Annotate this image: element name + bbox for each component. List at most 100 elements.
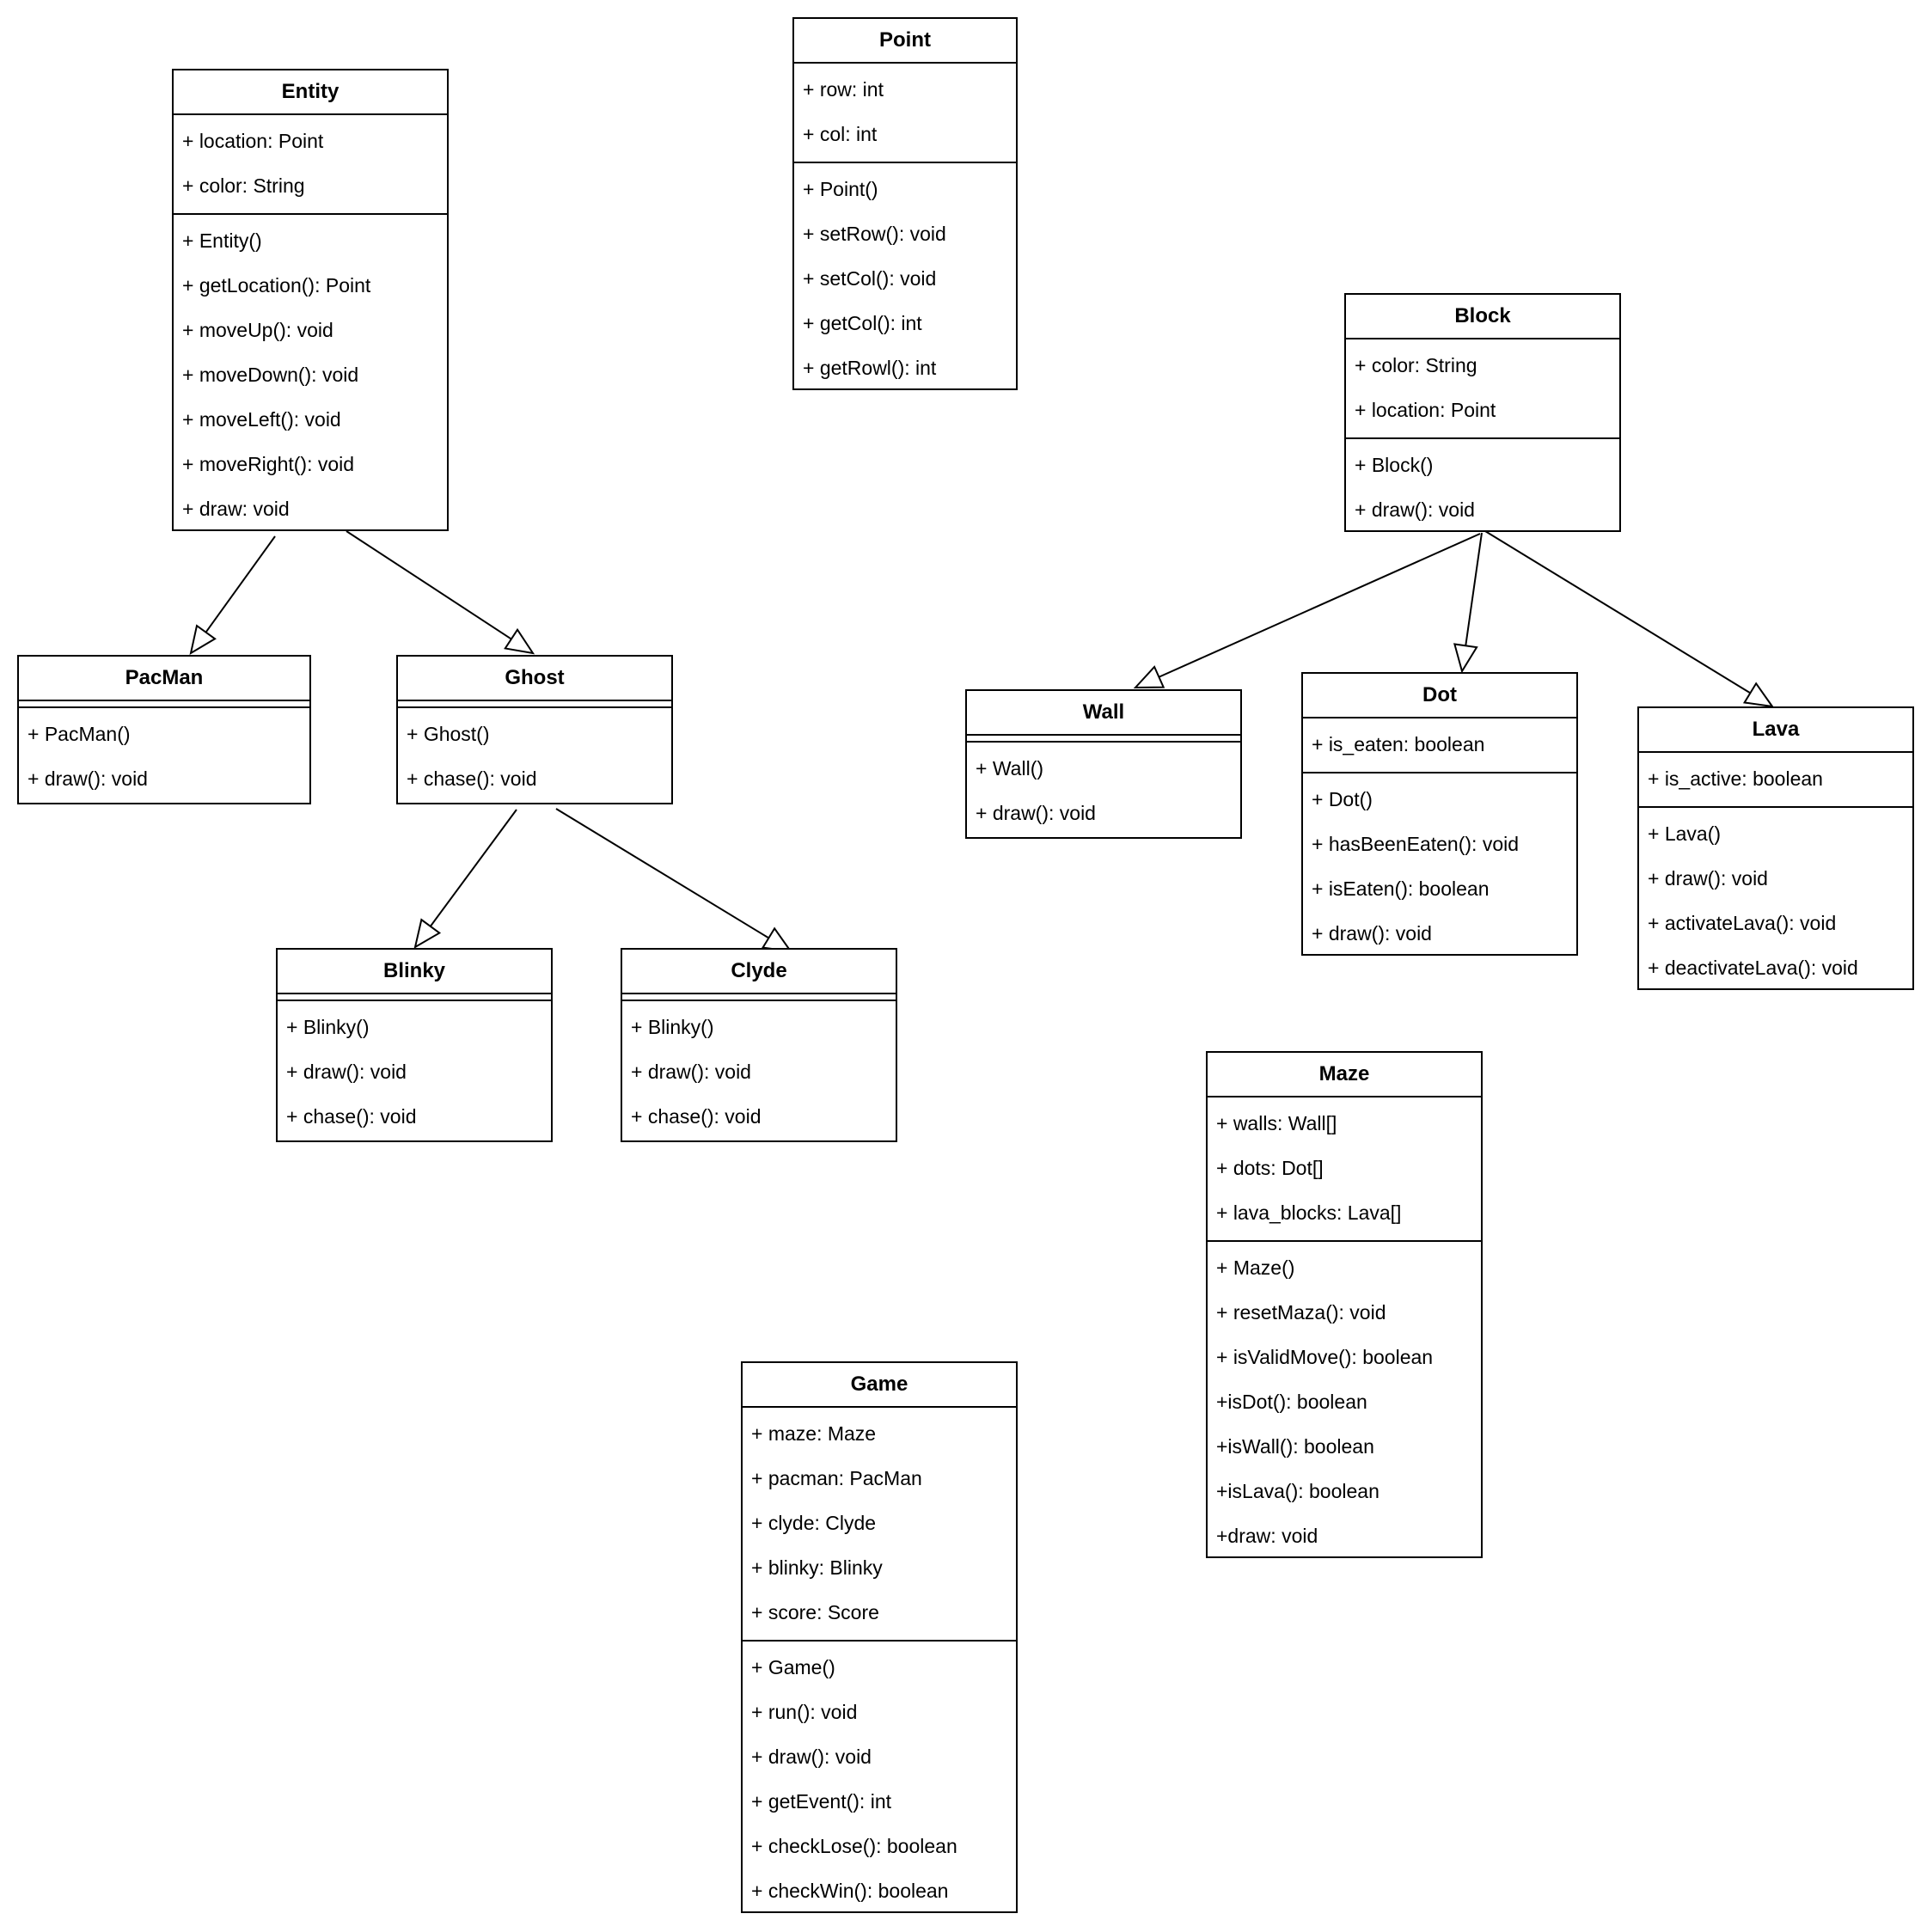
attribute-row: + maze: Maze xyxy=(751,1422,877,1445)
generalization-line-wall-block xyxy=(1158,533,1481,678)
attribute-row: + location: Point xyxy=(182,130,324,152)
class-name: Clyde xyxy=(622,950,896,994)
attribute-row: + col: int xyxy=(803,123,878,145)
class-name: PacMan xyxy=(19,657,309,701)
attributes-compartment xyxy=(622,994,896,1001)
class-point[interactable]: Point+ row: int+ col: int+ Point()+ setR… xyxy=(792,17,1018,390)
attribute-row: + pacman: PacMan xyxy=(751,1467,922,1489)
method-row: + chase(): void xyxy=(631,1105,762,1128)
attributes-compartment: + walls: Wall[]+ dots: Dot[]+ lava_block… xyxy=(1208,1097,1481,1242)
method-row: + draw(): void xyxy=(1312,922,1432,945)
generalization-line-dot-block xyxy=(1465,532,1483,646)
method-row: + draw(): void xyxy=(28,767,148,790)
attributes-compartment: + row: int + col: int xyxy=(794,64,1016,163)
method-row: + Maze() xyxy=(1216,1256,1295,1279)
methods-compartment: + Entity() + getLocation(): Point + moveUp… xyxy=(174,215,447,536)
methods-compartment: + Maze() + resetMaza(): void + isValidMove… xyxy=(1208,1242,1481,1563)
attribute-row: + score: Score xyxy=(751,1601,879,1623)
method-row: + isEaten(): boolean xyxy=(1312,877,1490,900)
generalization-line-lava-block xyxy=(1484,530,1751,694)
methods-compartment: + Blinky() + draw(): void + chase(): void xyxy=(278,1001,551,1144)
class-name: Maze xyxy=(1208,1053,1481,1097)
attribute-row: + location: Point xyxy=(1355,399,1496,421)
class-blinky[interactable]: Blinky + Blinky() + draw(): void + chase():… xyxy=(276,948,553,1142)
class-ghost[interactable]: Ghost + Ghost()+ chase(): void xyxy=(396,655,673,804)
class-name: Block xyxy=(1346,295,1619,339)
attributes-compartment xyxy=(278,994,551,1001)
class-clyde[interactable]: Clyde + Blinky()+ draw(): void+ chase(): … xyxy=(621,948,897,1142)
attributes-compartment: + is_active: boolean xyxy=(1639,753,1912,808)
generalization-line-ghost-entity xyxy=(346,530,512,640)
attribute-row: + lava_blocks: Lava[] xyxy=(1216,1201,1402,1224)
class-entity[interactable]: Entity+ location: Point+ color: String+ … xyxy=(172,69,449,531)
methods-compartment: + Game()+ run(): void+ draw(): void+ get… xyxy=(743,1642,1016,1918)
attribute-row: + row: int xyxy=(803,78,884,101)
method-row: + Wall() xyxy=(976,757,1044,780)
attributes-compartment xyxy=(967,736,1240,743)
class-maze[interactable]: Maze+ walls: Wall[]+ dots: Dot[]+ lava_b… xyxy=(1206,1051,1483,1558)
method-row: + chase(): void xyxy=(286,1105,417,1128)
inheritance-arrowhead-pacman-entity xyxy=(189,624,217,656)
method-row: + draw(): void xyxy=(286,1061,407,1083)
class-name: Point xyxy=(794,19,1016,64)
class-lava[interactable]: Lava + is_active: boolean + Lava() + draw()… xyxy=(1637,706,1914,990)
method-row: + isValidMove(): boolean xyxy=(1216,1346,1434,1368)
class-name: Ghost xyxy=(398,657,671,701)
method-row: + draw(): void xyxy=(1648,867,1768,890)
inheritance-arrowhead-lava-block xyxy=(1742,682,1775,708)
method-row: + run(): void xyxy=(751,1701,858,1723)
method-row: + draw(): void xyxy=(751,1746,872,1768)
methods-compartment: + Lava()+ draw(): void+ activateLava(): … xyxy=(1639,808,1912,995)
generalization-line-pacman-entity xyxy=(205,535,276,633)
attributes-compartment xyxy=(398,701,671,708)
attributes-compartment xyxy=(19,701,309,708)
method-row: + getRowl(): int xyxy=(803,357,937,379)
attributes-compartment: + maze: Maze + pacman: PacMan + clyde: Cly… xyxy=(743,1408,1016,1642)
attribute-row: + clyde: Clyde xyxy=(751,1512,877,1534)
method-row: + resetMaza(): void xyxy=(1216,1301,1386,1324)
method-row: + Entity() xyxy=(182,229,262,252)
method-row: + moveLeft(): void xyxy=(182,408,341,431)
method-row: +isLava(): boolean xyxy=(1216,1480,1379,1502)
class-name: Lava xyxy=(1639,708,1912,753)
class-game[interactable]: Game+ maze: Maze+ pacman: PacMan+ clyde:… xyxy=(741,1361,1018,1913)
method-row: + hasBeenEaten(): void xyxy=(1312,833,1520,855)
attribute-row: + color: String xyxy=(182,174,305,197)
generalization-line-clyde-ghost xyxy=(555,808,769,939)
class-pacman[interactable]: PacMan + PacMan() + draw(): void xyxy=(17,655,311,804)
methods-compartment: + Wall() + draw(): void xyxy=(967,743,1240,841)
method-row: + moveUp(): void xyxy=(182,319,333,341)
attributes-compartment: + location: Point + color: String xyxy=(174,115,447,215)
inheritance-arrowhead-blinky-ghost xyxy=(413,918,442,950)
attributes-compartment: + is_eaten: boolean xyxy=(1303,718,1576,773)
method-row: + Blinky() xyxy=(286,1016,370,1038)
attribute-row: + blinky: Blinky xyxy=(751,1556,883,1579)
method-row: + getEvent(): int xyxy=(751,1790,891,1813)
class-dot[interactable]: Dot+ is_eaten: boolean+ Dot()+ hasBeenEa… xyxy=(1301,672,1578,956)
class-name: Blinky xyxy=(278,950,551,994)
class-block[interactable]: Block + color: String + location: Point + B… xyxy=(1344,293,1621,532)
method-row: + Ghost() xyxy=(407,723,490,745)
method-row: + deactivateLava(): void xyxy=(1648,957,1858,979)
method-row: + Block() xyxy=(1355,454,1434,476)
method-row: + Dot() xyxy=(1312,788,1373,810)
method-row: + Blinky() xyxy=(631,1016,714,1038)
method-row: + draw(): void xyxy=(1355,498,1475,521)
methods-compartment: + Blinky()+ draw(): void+ chase(): void xyxy=(622,1001,896,1144)
attribute-row: + is_active: boolean xyxy=(1648,767,1823,790)
method-row: + draw: void xyxy=(182,498,290,520)
method-row: +isDot(): boolean xyxy=(1216,1391,1367,1413)
method-row: + getCol(): int xyxy=(803,312,922,334)
methods-compartment: + PacMan() + draw(): void xyxy=(19,708,309,806)
method-row: + moveDown(): void xyxy=(182,364,359,386)
method-row: + PacMan() xyxy=(28,723,131,745)
methods-compartment: + Ghost()+ chase(): void xyxy=(398,708,671,806)
method-row: + checkWin(): boolean xyxy=(751,1880,949,1902)
attribute-row: + color: String xyxy=(1355,354,1477,376)
method-row: + getLocation(): Point xyxy=(182,274,371,297)
class-wall[interactable]: Wall + Wall() + draw(): void xyxy=(965,689,1242,839)
method-row: + draw(): void xyxy=(976,802,1096,824)
method-row: + Lava() xyxy=(1648,822,1722,845)
class-name: Wall xyxy=(967,691,1240,736)
method-row: + moveRight(): void xyxy=(182,453,355,475)
